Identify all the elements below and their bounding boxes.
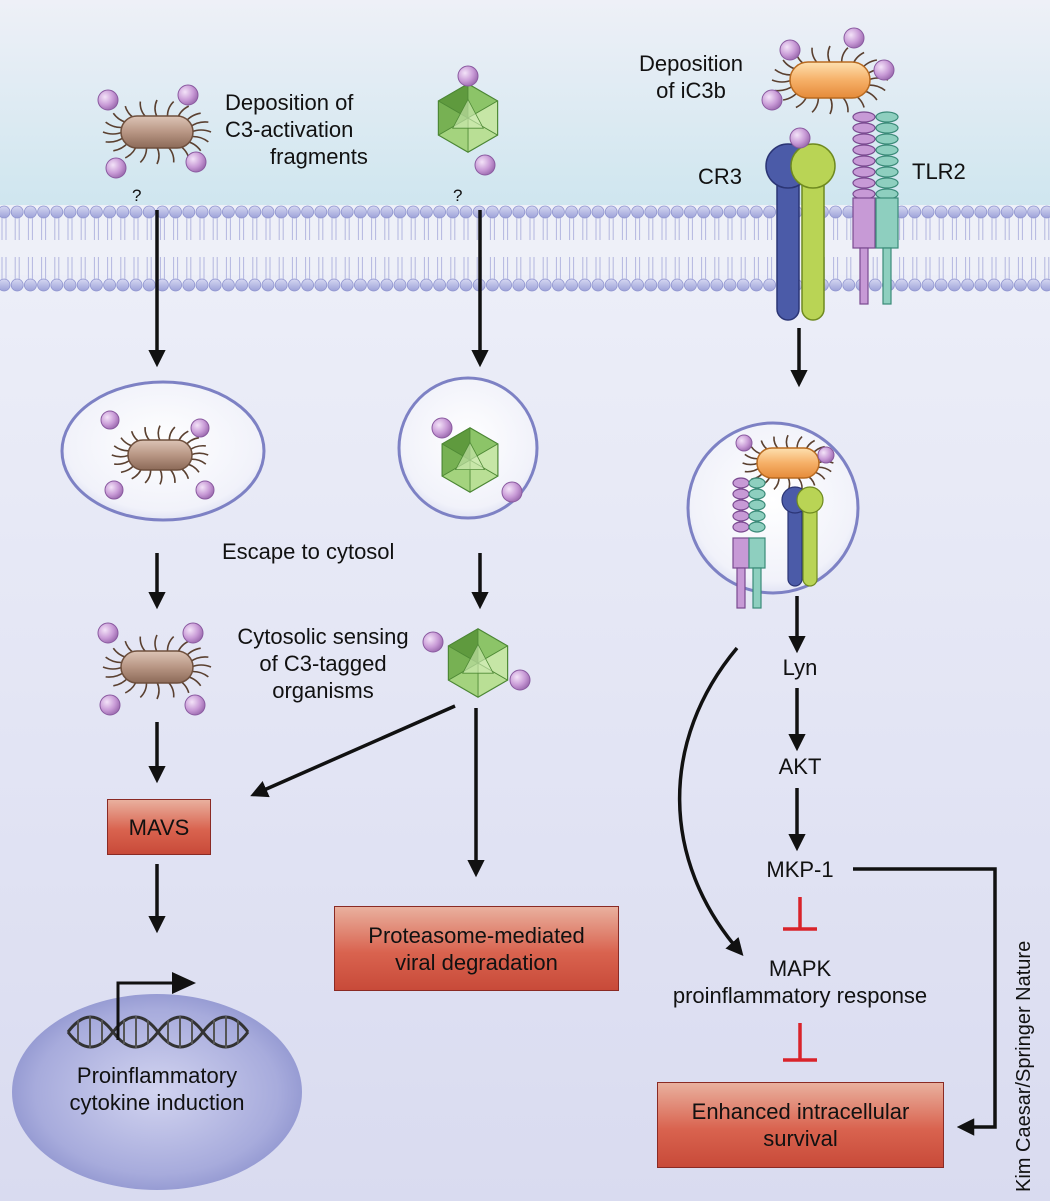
virus-extracellular-icon (437, 65, 499, 176)
virus-endosome-icon (431, 417, 523, 503)
label-cytosolic-sensing-line1: Cytosolic sensing (237, 624, 409, 649)
arrow-phagosome-to-mapk (677, 646, 744, 956)
bacterium-extracellular-icon (97, 84, 212, 179)
label-deposition-ic3b: Deposition of iC3b (628, 50, 754, 104)
label-deposition-ic3b-line1: Deposition (639, 51, 743, 76)
label-lyn: Lyn (782, 655, 818, 680)
label-deposition-c3-line2: C3-activation (225, 117, 354, 142)
label-cr3: CR3 (698, 164, 743, 189)
label-akt: AKT (778, 754, 822, 779)
proteasome-line2: viral degradation (395, 949, 558, 975)
label-deposition-c3-line3: fragments (270, 144, 368, 169)
label-mapk-line1: MAPK (768, 956, 832, 981)
arrow-virus-to-mavs (250, 704, 456, 798)
nucleus-label-line1: Proinflammatory (76, 1063, 238, 1088)
transcription-arrow (116, 981, 178, 1040)
label-mapk: MAPK proinflammatory response (645, 955, 955, 1009)
survival-line1: Enhanced intracellular (691, 1099, 910, 1124)
survival-line2: survival (763, 1126, 838, 1151)
cr3-receptor (765, 143, 836, 321)
bacterium-cytosol-icon (97, 622, 212, 716)
image-credit: Kim Caesar/Springer Nature (1013, 940, 1035, 1192)
question-mark-virus: ? (453, 186, 463, 205)
label-mapk-line2: proinflammatory response (672, 983, 928, 1008)
label-mkp1: MKP-1 (766, 857, 834, 882)
label-tlr2: TLR2 (912, 159, 966, 184)
mavs-label: MAVS (128, 814, 190, 840)
proteasome-line1: Proteasome-mediated (368, 922, 585, 948)
nucleus-label: Proinflammatory cytokine induction (37, 1062, 277, 1116)
mavs-box: MAVS (107, 799, 211, 855)
label-cytosolic-sensing-line3: organisms (272, 678, 374, 703)
phagosome-receptors (732, 477, 824, 609)
label-cytosolic-sensing: Cytosolic sensing of C3-tagged organisms (218, 623, 428, 704)
bacterium-ic3b-icon (761, 27, 895, 149)
inhibition-markers (783, 897, 817, 1062)
label-cytosolic-sensing-line2: of C3-tagged (259, 651, 387, 676)
arrow-mkp1-to-survival (853, 867, 997, 1136)
tlr2-receptor (852, 111, 899, 305)
cr3-beta-head (790, 143, 836, 189)
microbes (97, 27, 895, 716)
nucleus-label-line2: cytokine induction (69, 1090, 245, 1115)
bacterium-endosome-icon (100, 410, 215, 500)
dna-helix-icon (66, 1015, 250, 1049)
label-deposition-c3: Deposition of C3-activation fragments (225, 89, 368, 170)
label-escape-to-cytosol: Escape to cytosol (222, 539, 395, 564)
plasma-membrane (0, 205, 1050, 292)
proteasome-box: Proteasome-mediated viral degradation (334, 906, 619, 991)
nucleus (12, 994, 302, 1190)
question-mark-bacterium: ? (132, 186, 142, 205)
label-deposition-c3-line1: Deposition of (225, 90, 354, 115)
virus-cytosol-icon (422, 628, 531, 698)
transcription-arrow-head (172, 972, 196, 994)
label-deposition-ic3b-line2: of iC3b (656, 78, 726, 103)
survival-box: Enhanced intracellular survival (657, 1082, 944, 1168)
arrows (148, 210, 997, 1136)
